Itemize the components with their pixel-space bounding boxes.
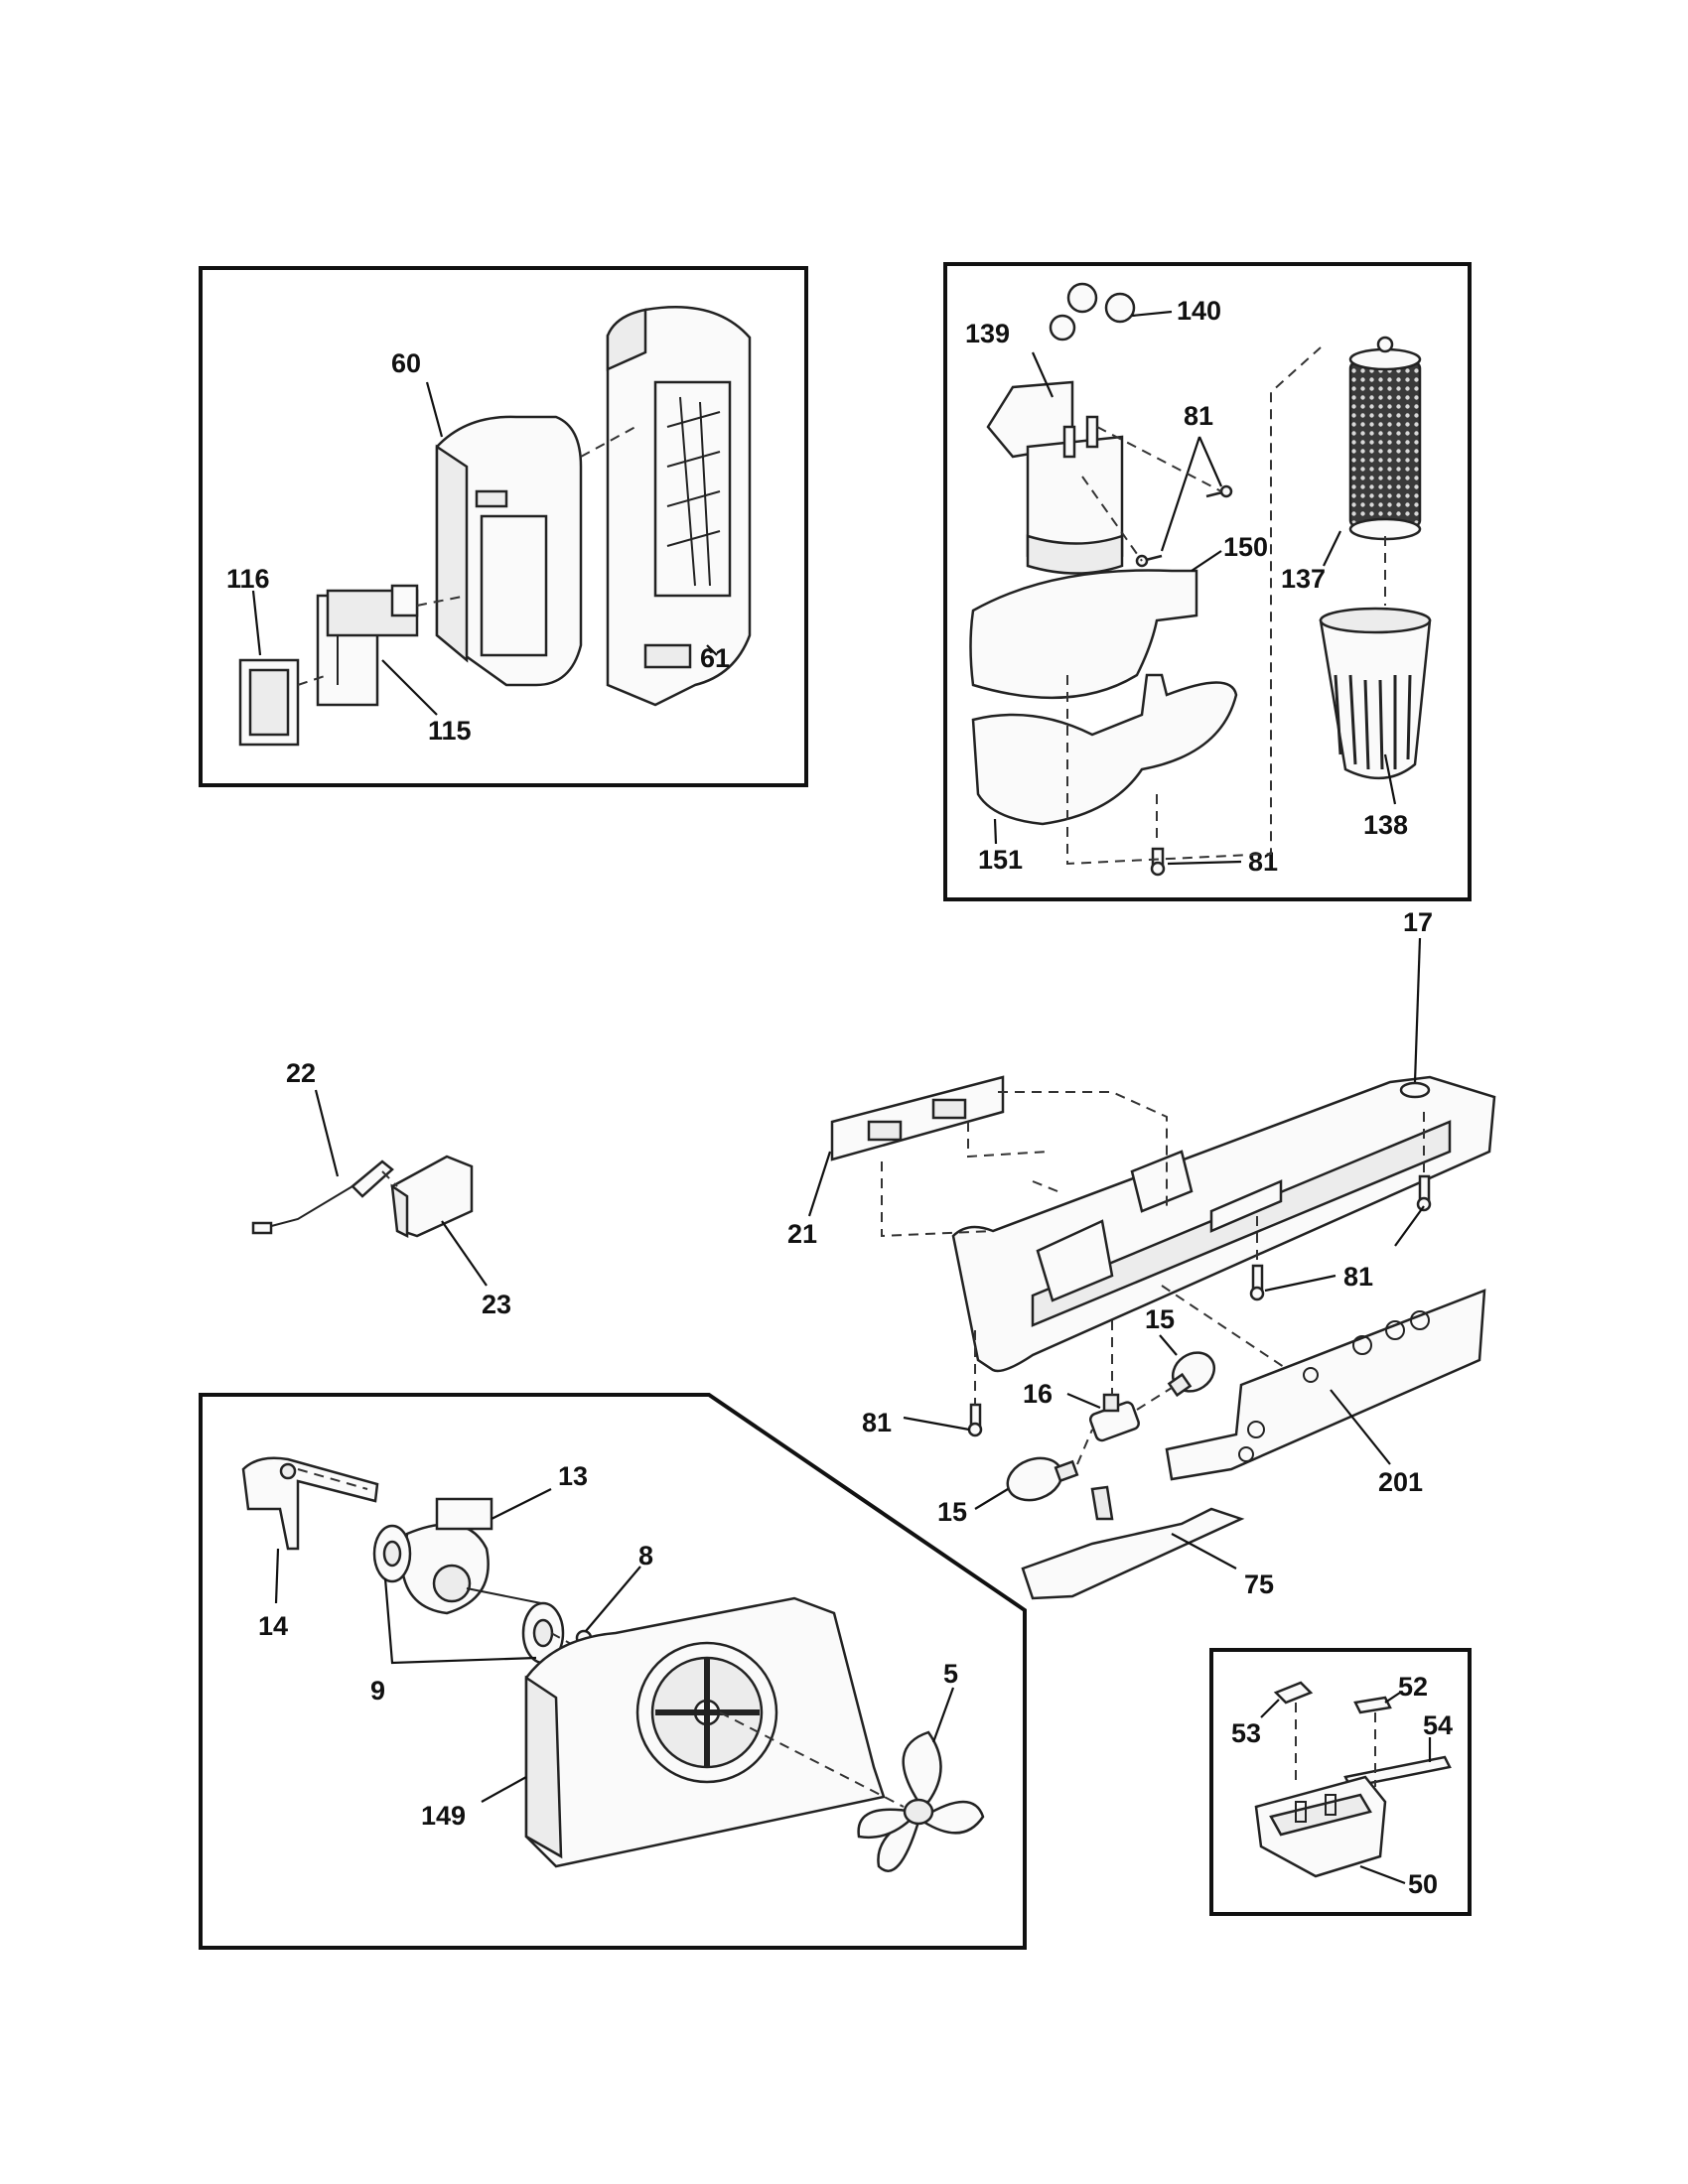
water-filter-inset: 140 139 81 150 151 (943, 262, 1472, 901)
part-139-filter-head (986, 380, 1124, 575)
part-149-fan-shroud (524, 1596, 886, 1868)
tray-inset-frame (1209, 1648, 1472, 1916)
label-140: 140 (1177, 296, 1221, 326)
part-21-control-board (830, 1075, 1005, 1161)
label-61: 61 (700, 643, 730, 673)
label-23: 23 (482, 1290, 511, 1319)
label-60: 60 (391, 348, 421, 378)
part-22-thermistor (251, 1160, 394, 1235)
part-13-fan-motor (400, 1497, 542, 1615)
label-52: 52 (1398, 1672, 1428, 1702)
label-81-left: 81 (862, 1408, 892, 1437)
label-81-filter-bottom: 81 (1248, 847, 1278, 877)
part-61-housing (606, 306, 752, 707)
damper-inset-frame (199, 266, 808, 787)
part-5-fan-blade (857, 1730, 985, 1872)
part-201-overlay (1165, 1289, 1486, 1481)
part-115-motor (316, 584, 419, 707)
part-81-screw-left (967, 1403, 983, 1437)
label-16: 16 (1023, 1379, 1053, 1409)
dispenser-assembly: 17 21 81 81 (787, 907, 1496, 1600)
fan-inset: 14 13 9 8 (199, 1393, 1027, 1950)
part-23-cover (390, 1155, 474, 1239)
part-53-clip (1273, 1681, 1314, 1705)
label-116: 116 (226, 564, 270, 594)
part-50-tray (1254, 1775, 1387, 1878)
label-13: 13 (558, 1461, 588, 1491)
label-50: 50 (1408, 1869, 1438, 1899)
part-75-shield (1021, 1485, 1245, 1600)
label-21: 21 (787, 1219, 817, 1249)
label-53: 53 (1231, 1718, 1261, 1748)
part-150-upper-cover (969, 569, 1198, 700)
label-139: 139 (965, 319, 1010, 348)
damper-inset: 60 61 115 116 (199, 266, 808, 787)
label-151: 151 (978, 845, 1023, 875)
label-5: 5 (943, 1659, 958, 1689)
label-75: 75 (1244, 1570, 1274, 1599)
label-150: 150 (1223, 532, 1268, 562)
label-22: 22 (286, 1058, 316, 1088)
label-201: 201 (1378, 1467, 1423, 1497)
part-52-clip (1353, 1696, 1392, 1714)
part-140-fittings (1049, 282, 1136, 341)
part-9-grommets (372, 1524, 565, 1665)
label-15-upper: 15 (1145, 1304, 1175, 1334)
water-filter-inset-frame (943, 262, 1472, 901)
label-17: 17 (1403, 907, 1433, 937)
label-81-right: 81 (1343, 1262, 1373, 1292)
label-14: 14 (258, 1611, 288, 1641)
label-137: 137 (1281, 564, 1326, 594)
label-115: 115 (428, 716, 472, 746)
part-81-screws-right (1249, 1174, 1432, 1301)
label-81-top: 81 (1184, 401, 1213, 431)
sensor-group: 22 23 (251, 1058, 511, 1319)
part-17-dispenser-housing (951, 1075, 1496, 1373)
label-15-lower: 15 (937, 1497, 967, 1527)
part-15-bulb-upper (1167, 1351, 1216, 1398)
label-54: 54 (1423, 1710, 1453, 1740)
part-137-cartridge (1348, 336, 1422, 541)
label-138: 138 (1363, 810, 1408, 840)
label-9: 9 (370, 1676, 385, 1706)
label-149: 149 (421, 1801, 466, 1831)
part-116-gasket (238, 658, 300, 747)
part-81-screws-top (1135, 484, 1233, 568)
part-14-bracket (241, 1456, 379, 1551)
part-151-lower-cover (971, 673, 1238, 826)
part-15-bulb-lower (1006, 1456, 1079, 1502)
label-8: 8 (638, 1541, 653, 1570)
part-16-lamp-socket (1088, 1393, 1140, 1442)
part-60-frame (435, 415, 583, 687)
tray-inset: 53 52 54 50 (1209, 1648, 1472, 1916)
part-81-screw-bottom (1150, 847, 1166, 877)
fan-inset-frame (199, 1393, 1027, 1950)
part-138-housing (1319, 607, 1432, 780)
